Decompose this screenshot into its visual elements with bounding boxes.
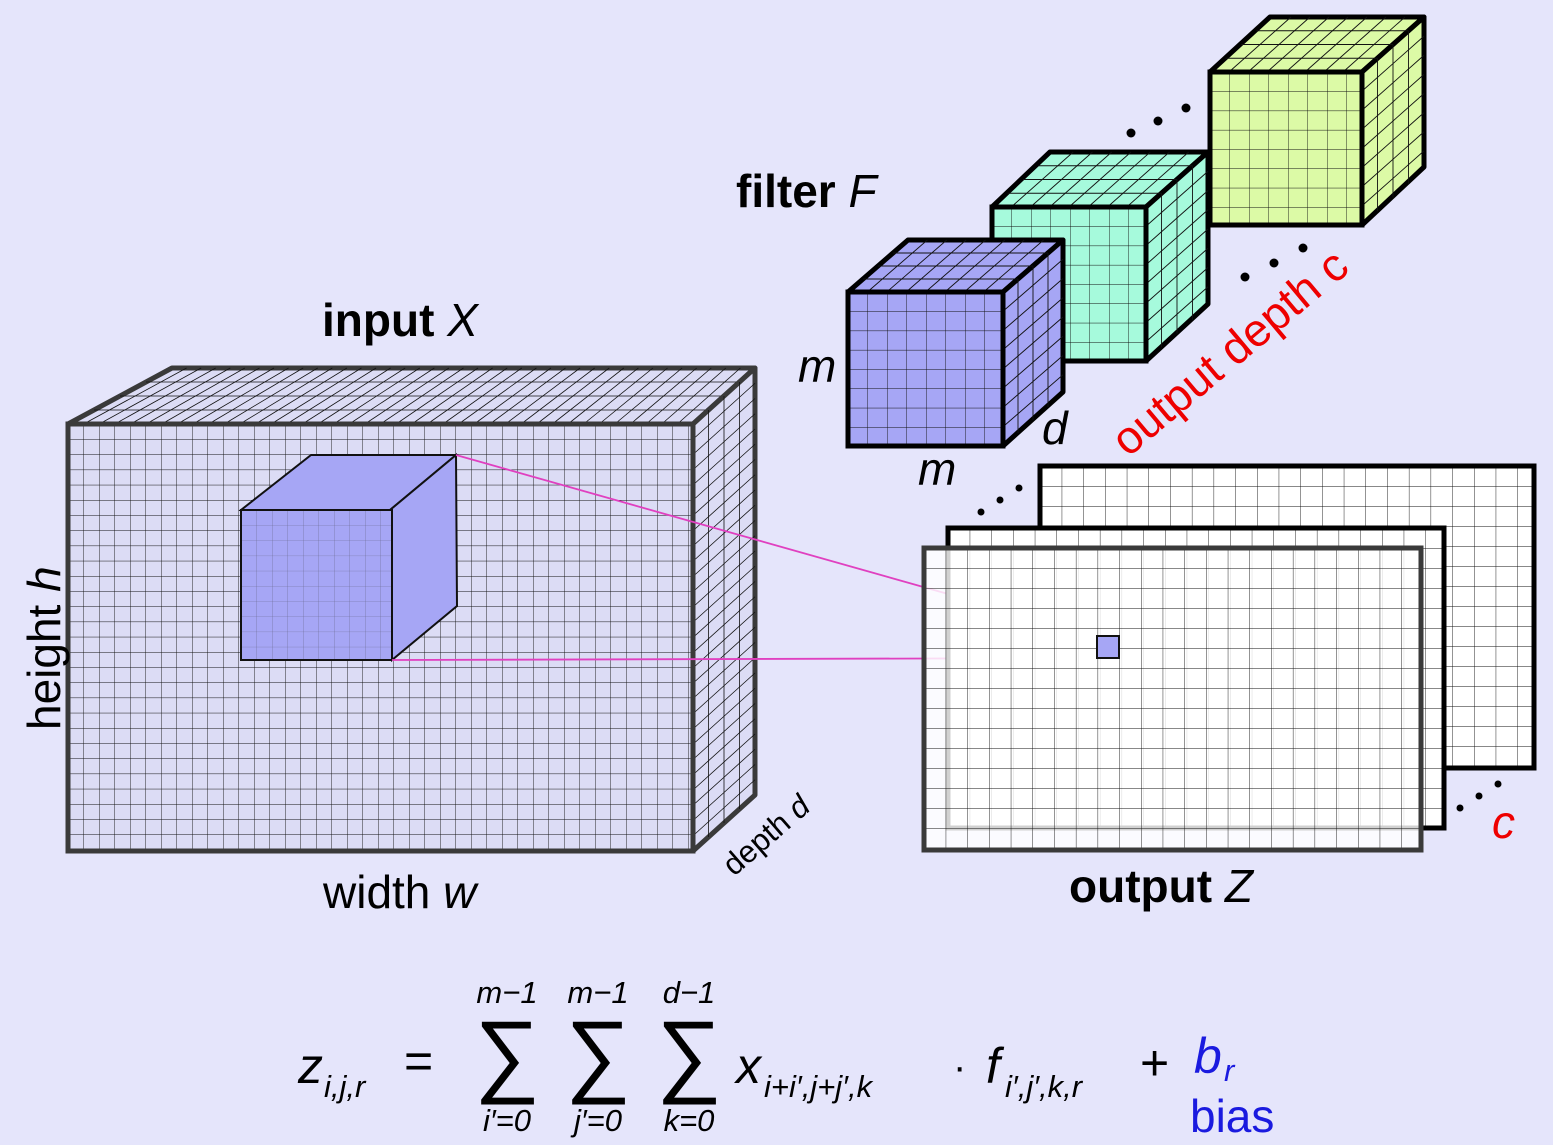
ellipsis-output-bottom <box>1456 780 1502 812</box>
output-label: output Z <box>1069 860 1255 912</box>
formula-x-subscript: i+i′,j+j′,k <box>764 1069 874 1104</box>
convolution-formula: z i,j,r = m−1 ∑ i′=0 m−1 ∑ j′=0 d−1 ∑ k=… <box>297 975 1274 1142</box>
ellipsis-dots <box>977 103 1502 812</box>
formula-bias-word: bias <box>1190 1090 1274 1142</box>
ellipsis-filters-top <box>1126 103 1191 138</box>
sum-symbol-3: ∑ <box>656 1003 722 1105</box>
formula-f-subscript: i′,j′,k,r <box>1005 1069 1084 1104</box>
sum-upper-2: m−1 <box>567 975 628 1010</box>
ellipsis-filters-bottom <box>1240 243 1308 282</box>
formula-lhs: z <box>297 1038 323 1094</box>
formula-bias-var: b <box>1194 1028 1222 1084</box>
sum-upper-1: m−1 <box>476 975 537 1010</box>
formula-equals: = <box>404 1033 433 1089</box>
filter-side-d: d <box>1042 402 1069 454</box>
formula-bias-subscript: r <box>1224 1053 1236 1088</box>
sum-lower-3: k=0 <box>664 1103 715 1138</box>
ellipsis-output-top <box>977 484 1023 516</box>
filter-side-m-left: m <box>798 340 836 392</box>
input-top-grid <box>83 367 741 425</box>
sum-symbol-2: ∑ <box>565 1003 631 1105</box>
input-label: input X <box>322 294 480 346</box>
filter-cube-green <box>1207 14 1427 228</box>
input-front-border <box>65 421 696 854</box>
output-cell-highlight <box>1096 635 1120 659</box>
sum-lower-1: i′=0 <box>483 1103 531 1138</box>
sum-lower-2: j′=0 <box>570 1103 622 1138</box>
receptive-field-cube <box>238 452 459 663</box>
filter-side-m-bottom: m <box>918 443 956 495</box>
filter-label: filter F <box>736 165 879 217</box>
sum-symbol-1: ∑ <box>474 1003 540 1105</box>
output-stack <box>921 463 1537 853</box>
sum-upper-3: d−1 <box>663 975 716 1010</box>
formula-plus: + <box>1140 1035 1169 1091</box>
input-volume <box>65 365 758 854</box>
formula-f: f <box>986 1038 1005 1094</box>
filter-cube-blue <box>845 237 1066 449</box>
formula-dot: · <box>953 1045 966 1089</box>
height-label: height h <box>18 566 70 730</box>
formula-x: x <box>734 1038 763 1094</box>
input-right-grid <box>692 382 756 837</box>
width-label: width w <box>322 866 479 918</box>
output-depth-c: c <box>1492 796 1515 848</box>
formula-lhs-subscript: i,j,r <box>324 1069 367 1104</box>
